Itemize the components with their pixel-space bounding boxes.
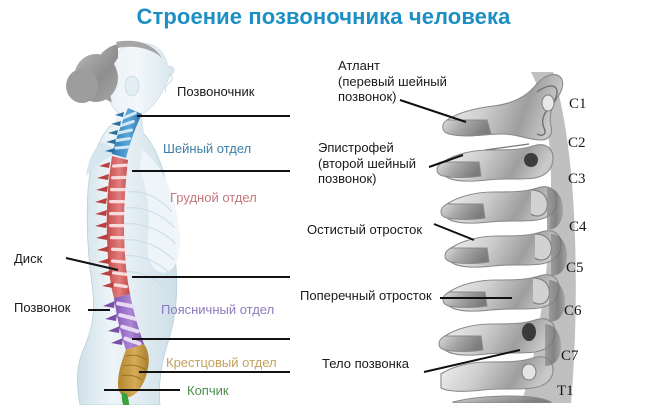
leader-vertebra bbox=[88, 309, 110, 311]
vertebra-c3 bbox=[440, 186, 558, 224]
vertebra-label-c6: C6 bbox=[564, 303, 582, 319]
label-atlas-line1: Атлант bbox=[338, 58, 381, 73]
cervical-vertebrae-illustration bbox=[425, 58, 585, 403]
label-thoracic: Грудной отдел bbox=[170, 190, 257, 205]
vertebra-c4 bbox=[444, 230, 562, 268]
vertebra-c2 bbox=[436, 143, 554, 182]
label-transverse-process: Поперечный отросток bbox=[300, 288, 432, 303]
vertebra-t1 bbox=[452, 395, 552, 403]
leader-spine bbox=[137, 115, 290, 117]
label-spinous-process: Остистый отросток bbox=[307, 222, 423, 237]
vertebra-c5 bbox=[442, 274, 560, 312]
vertebra-label-c1: C1 bbox=[569, 96, 587, 112]
cervical-segment bbox=[105, 108, 142, 158]
vertebra-label-c3: C3 bbox=[568, 171, 586, 187]
label-atlas: Атлант (перевый шейный позвонок) bbox=[338, 58, 468, 105]
sacral-segment bbox=[118, 344, 149, 398]
leader-transverse-process bbox=[440, 297, 512, 299]
label-atlas-line2: (перевый шейный bbox=[338, 73, 447, 89]
label-disc: Диск bbox=[14, 251, 43, 266]
vertebra-c6 bbox=[438, 318, 556, 356]
vertebra-label-c4: C4 bbox=[569, 219, 587, 235]
leader-sacral bbox=[132, 338, 290, 340]
vertebra-label-c2: C2 bbox=[568, 135, 586, 151]
label-lumbar: Поясничный отдел bbox=[161, 302, 275, 317]
label-cervical: Шейный отдел bbox=[163, 141, 252, 156]
label-vertebral-body: Тело позвонка bbox=[322, 356, 410, 371]
human-body-spine-illustration bbox=[22, 30, 237, 405]
coccyx-segment bbox=[121, 392, 130, 405]
vertebra-c1 bbox=[442, 73, 564, 141]
vertebra-label-c5: C5 bbox=[566, 260, 584, 276]
vertebra-label-c7: C7 bbox=[561, 348, 579, 364]
lumbar-segment bbox=[103, 294, 144, 350]
label-vertebra: Позвонок bbox=[14, 300, 71, 315]
leader-coccyx-upper bbox=[139, 371, 290, 373]
label-axis-line1: Эпистрофей bbox=[318, 140, 394, 155]
label-sacral: Крестцовый отдел bbox=[166, 355, 277, 370]
leader-cervical bbox=[132, 170, 290, 172]
label-axis: Эпистрофей (второй шейный позвонок) bbox=[318, 140, 448, 187]
label-spine: Позвоночник bbox=[177, 84, 255, 99]
label-axis-line2: (второй шейный bbox=[318, 155, 417, 171]
vertebra-c7 bbox=[440, 356, 554, 392]
label-axis-line3: позвонок) bbox=[318, 171, 377, 186]
vertebra-label-t1: T1 bbox=[557, 383, 574, 399]
leader-lumbar bbox=[132, 276, 290, 278]
label-coccyx: Копчик bbox=[187, 383, 229, 398]
page-title: Строение позвоночника человека bbox=[136, 4, 511, 29]
label-atlas-line3: позвонок) bbox=[338, 89, 397, 104]
leader-coccyx bbox=[104, 389, 180, 391]
